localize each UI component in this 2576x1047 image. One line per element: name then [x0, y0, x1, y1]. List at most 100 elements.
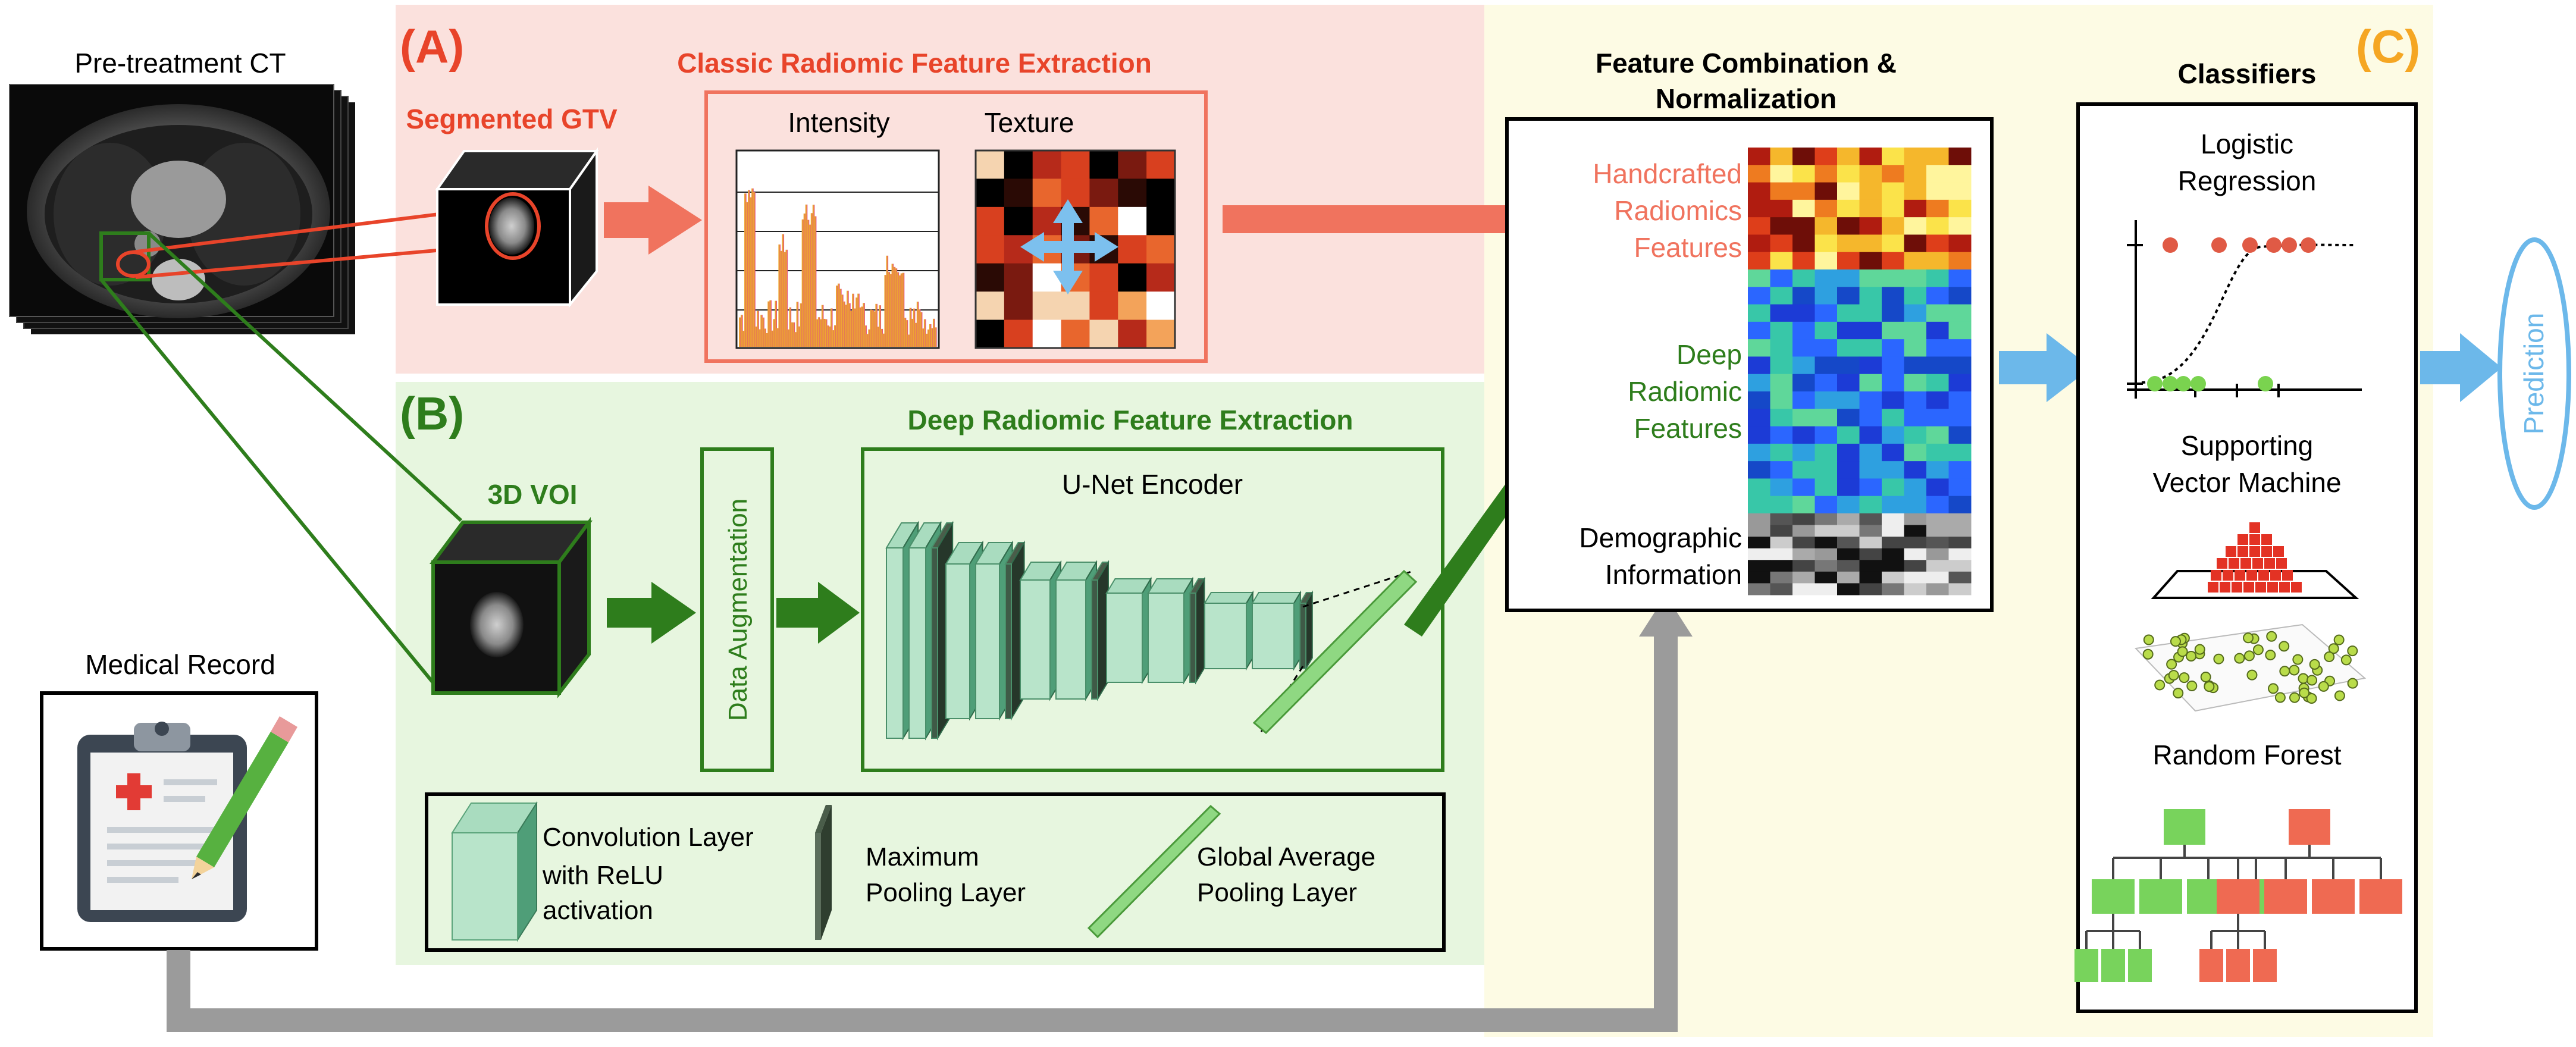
deep-feature-cell	[1948, 269, 1972, 287]
segmented-gtv-label: Segmented GTV	[406, 104, 618, 134]
demographic-feature-cell	[1948, 560, 1972, 572]
handcrafted-feature-cell	[1904, 234, 1927, 253]
deep-feature-cell	[1926, 496, 1949, 514]
histogram-bar	[891, 264, 894, 347]
deep-feature-cell	[1948, 304, 1972, 322]
histogram-bar	[773, 319, 775, 347]
texture-cell	[1032, 151, 1062, 179]
pencil-icon	[192, 716, 297, 879]
histogram-bar	[929, 324, 932, 347]
demographic-feature-cell	[1904, 537, 1927, 549]
histogram-bar	[882, 333, 885, 347]
histogram-bar	[922, 328, 925, 347]
encoder-layer-top	[1204, 592, 1254, 604]
deep-feature-cell	[1926, 426, 1949, 444]
handcrafted-feature-cell	[1904, 165, 1927, 183]
handcrafted-feature-cell	[1948, 252, 1972, 270]
unet-encoder-layers	[885, 521, 1314, 741]
handcrafted-feature-cell	[1948, 182, 1972, 200]
svm-point-negative	[2307, 675, 2318, 686]
conv-legend-line1: Convolution Layer	[543, 823, 754, 852]
deep-feature-cell	[1926, 409, 1949, 427]
tree-node	[2359, 879, 2402, 914]
handcrafted-feature-cell	[1859, 199, 1882, 218]
prediction-label: Prediction	[2518, 313, 2549, 435]
deep-feature-cell	[1815, 391, 1838, 409]
deep-feature-cell	[1792, 409, 1815, 427]
texture-cell	[1118, 206, 1147, 236]
demographic-feature-cell	[1882, 537, 1904, 549]
handcrafted-feature-cell	[1859, 234, 1882, 253]
arrow-combination-to-classifiers	[1999, 333, 2091, 402]
histogram-bar	[861, 306, 863, 347]
histogram-bar	[898, 275, 901, 347]
demographic-feature-cell	[1792, 571, 1815, 584]
conv-layer	[908, 547, 926, 739]
texture-cell	[1061, 291, 1090, 321]
deep-feature-cell	[1770, 374, 1793, 392]
maxpool-layer-legend-icon	[815, 805, 832, 940]
demographic-feature-cell	[1948, 583, 1972, 595]
handcrafted-feature-cell	[1748, 199, 1770, 218]
svm-point-negative	[2298, 673, 2309, 684]
deep-feature-cell	[1904, 287, 1927, 305]
histogram-bar	[839, 289, 842, 347]
arrow-gtv-to-features	[604, 186, 702, 255]
handcrafted-feature-cell	[1837, 199, 1860, 218]
svm-point-positive	[2282, 570, 2293, 581]
handcrafted-feature-cell	[1837, 252, 1860, 270]
deep-feature-cell	[1837, 461, 1860, 479]
demographic-feature-cell	[1859, 560, 1882, 572]
deep-feature-cell	[1926, 356, 1949, 375]
svm-point-negative	[2299, 687, 2310, 698]
histogram-bar	[872, 310, 874, 347]
deep-feature-cell	[1837, 496, 1860, 514]
deep-feature-cell	[1770, 356, 1793, 375]
histogram-bar	[819, 319, 822, 347]
deep-feature-cell	[1837, 356, 1860, 375]
histogram-bar	[875, 303, 878, 347]
texture-cell	[1032, 319, 1062, 349]
deep-feature-cell	[1792, 426, 1815, 444]
svm-point-positive	[2237, 534, 2248, 545]
deep-feature-cell	[1904, 478, 1927, 497]
demographic-feature-cell	[1748, 560, 1770, 572]
texture-cell	[1061, 178, 1090, 208]
tree-node	[2074, 949, 2098, 982]
svm-point-negative	[2274, 692, 2286, 703]
histogram-bar	[855, 297, 858, 347]
svm-point-negative	[2252, 644, 2264, 656]
histogram-bar	[900, 273, 903, 347]
texture-cell	[1004, 151, 1033, 179]
deep-feature-cell	[1837, 409, 1860, 427]
svm-point-negative	[2265, 650, 2276, 661]
deep-feature-cell	[1904, 269, 1927, 287]
tree-node	[2217, 879, 2260, 914]
deep-feature-cell	[1948, 321, 1972, 340]
demographic-feature-cell	[1859, 513, 1882, 526]
histogram-bar	[821, 305, 824, 347]
svm-point-negative	[2234, 653, 2245, 664]
svm-point-negative	[2154, 679, 2166, 691]
histogram-bar	[843, 301, 845, 347]
histogram-bar	[830, 308, 833, 347]
deep-feature-cell	[1859, 443, 1882, 462]
histogram-bar	[810, 213, 813, 347]
handcrafted-feature-cell	[1792, 182, 1815, 200]
svm-point-negative	[2186, 680, 2198, 691]
texture-cell	[976, 291, 1005, 321]
deep-feature-cell	[1792, 269, 1815, 287]
handcrafted-feature-cell	[1926, 252, 1949, 270]
unet-encoder-box	[861, 447, 1444, 772]
svm-point-negative	[2213, 653, 2224, 664]
deep-feature-cell	[1770, 269, 1793, 287]
deep-feature-cell	[1882, 443, 1904, 462]
deep-feature-cell	[1904, 304, 1927, 322]
ct-stack	[9, 84, 355, 334]
demographic-feature-cell	[1837, 537, 1860, 549]
histogram-bar	[895, 268, 898, 347]
texture-cell	[1146, 319, 1176, 349]
histogram-bar	[857, 293, 860, 347]
histogram-bar	[884, 275, 887, 347]
